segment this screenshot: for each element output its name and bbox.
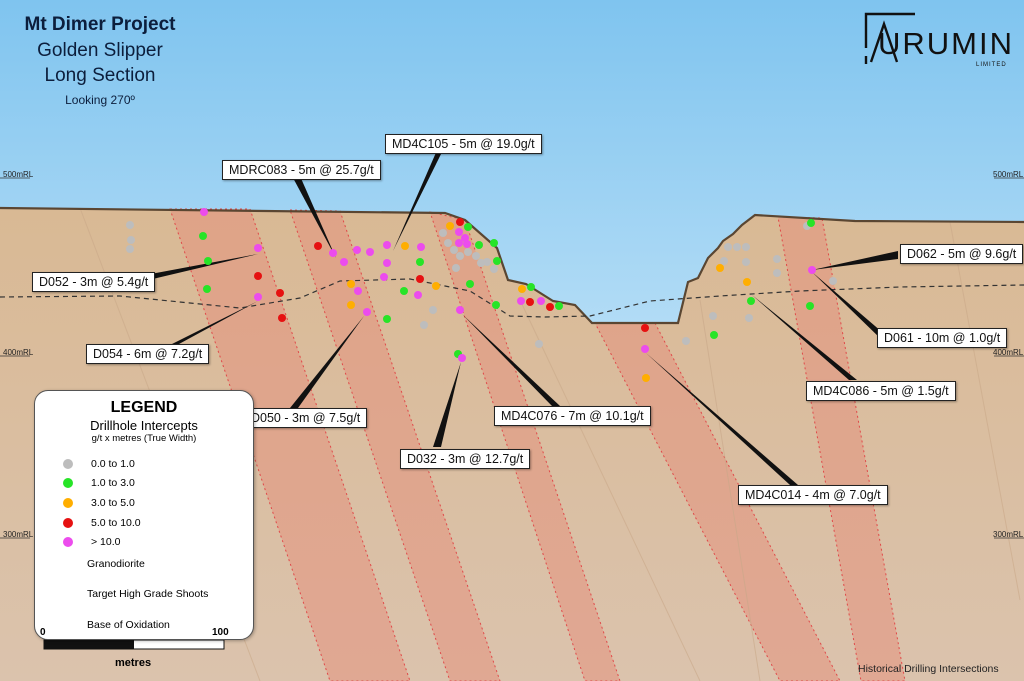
view-direction: Looking 270º — [65, 93, 135, 107]
rl-400-left: 400mRL — [3, 348, 34, 357]
rl-300-left: 300mRL — [3, 530, 34, 539]
legend-dot-grey — [63, 459, 73, 469]
callout-md4c014: MD4C014 - 4m @ 7.0g/t — [738, 485, 888, 505]
legend-units: g/t x metres (True Width) — [91, 433, 197, 444]
legend-dot-red — [63, 518, 73, 528]
callout-d032: D032 - 3m @ 12.7g/t — [400, 449, 531, 469]
intercepts-red — [254, 218, 649, 332]
leader-d054 — [160, 301, 258, 350]
legend-row-orange: 3.0 to 5.0 — [63, 497, 135, 509]
legend-subtitle: Drillhole Intercepts — [90, 418, 198, 433]
leader-d052 — [140, 254, 258, 282]
callout-md4c086: MD4C086 - 5m @ 1.5g/t — [806, 381, 956, 401]
footer-caption: Historical Drilling Intersections — [858, 663, 999, 675]
project-title: Mt Dimer Project — [24, 14, 176, 35]
rl-ticks — [0, 177, 1024, 539]
scale-bar — [43, 639, 225, 650]
legend-row-grey: 0.0 to 1.0 — [63, 458, 135, 470]
leader-md4c105 — [393, 148, 444, 251]
drillhole-intercepts — [126, 208, 837, 382]
scale-min: 0 — [40, 627, 46, 638]
legend-row-green: 1.0 to 3.0 — [63, 477, 135, 489]
leader-lines — [140, 148, 898, 485]
legend-label-red: 5.0 to 10.0 — [91, 517, 141, 529]
scale-unit: metres — [115, 657, 152, 669]
legend-row-magenta: > 10.0 — [63, 536, 121, 548]
leader-d050 — [290, 316, 364, 408]
shoot-2 — [289, 209, 501, 681]
legend-panel: LEGEND Drillhole Intercepts g/t x metres… — [34, 390, 254, 640]
legend-label-green: 1.0 to 3.0 — [91, 477, 135, 489]
logo-wordmark: URUMIN — [878, 26, 1014, 61]
aurumin-a-mark-icon — [864, 12, 915, 64]
legend-label-orange: 3.0 to 5.0 — [91, 497, 135, 509]
intercepts-orange — [347, 222, 751, 382]
intercepts-magenta — [200, 208, 816, 362]
rl-500-left: 500mRL — [3, 170, 34, 179]
intercepts-grey — [126, 221, 837, 348]
scale-max: 100 — [212, 627, 229, 638]
legend-dot-magenta — [63, 537, 73, 547]
leader-md4c014 — [646, 353, 798, 485]
leader-md4c076 — [462, 314, 560, 406]
leader-d062 — [812, 251, 898, 270]
shoot-1 — [169, 208, 411, 681]
callout-md4c076: MD4C076 - 7m @ 10.1g/t — [494, 406, 651, 426]
base-of-oxidation-line — [0, 278, 1024, 318]
callout-d062: D062 - 5m @ 9.6g/t — [900, 244, 1024, 264]
leader-d061 — [812, 272, 882, 340]
leader-d032 — [433, 362, 461, 447]
callout-d052: D052 - 3m @ 5.4g/t — [32, 272, 156, 292]
legend-dot-orange — [63, 498, 73, 508]
leader-md4c086 — [752, 295, 857, 380]
deposit-title: Golden Slipper — [37, 40, 163, 61]
legend-row-red: 5.0 to 10.0 — [63, 517, 141, 529]
rl-300-right: 300mRL — [993, 530, 1024, 539]
ground-surface-outline — [0, 206, 1024, 325]
callout-mdrc083: MDRC083 - 5m @ 25.7g/t — [222, 160, 381, 180]
shoot-5 — [777, 216, 906, 681]
section-type-title: Long Section — [44, 65, 156, 86]
callout-d054: D054 - 6m @ 7.2g/t — [86, 344, 210, 364]
intercepts-green — [199, 219, 815, 358]
legend-label-grey: 0.0 to 1.0 — [91, 458, 135, 470]
callout-md4c105: MD4C105 - 5m @ 19.0g/t — [385, 134, 542, 154]
rl-500-right: 500mRL — [993, 170, 1024, 179]
high-grade-shoots — [169, 208, 906, 681]
callout-d050: D050 - 3m @ 7.5g/t — [244, 408, 368, 428]
rl-400-right: 400mRL — [993, 348, 1024, 357]
logo-subtext: LIMITED — [976, 62, 1007, 68]
legend-title: LEGEND — [110, 399, 178, 416]
legend-dot-green — [63, 478, 73, 488]
legend-label-magenta: > 10.0 — [91, 536, 121, 548]
legend-label-oxidation: Base of Oxidation — [87, 619, 170, 631]
callout-d061: D061 - 10m @ 1.0g/t — [877, 328, 1008, 348]
legend-label-shoots: Target High Grade Shoots — [87, 588, 209, 600]
legend-label-granodiorite: Granodiorite — [87, 558, 145, 570]
leader-mdrc083 — [292, 176, 336, 258]
